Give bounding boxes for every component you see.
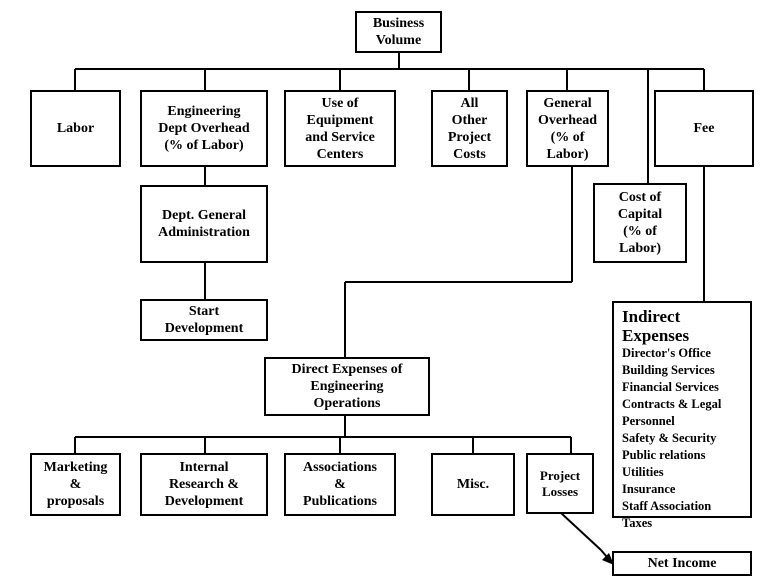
indirect-expense-item: Taxes	[622, 516, 653, 530]
internal-research-box: Internal Research & Development	[140, 453, 268, 516]
net-income-box: Net Income	[612, 551, 752, 576]
start-development-label: Start Development	[164, 304, 244, 336]
start-development-box: Start Development	[140, 299, 268, 341]
indirect-expenses-box: Indirect Expenses Director's Office Buil…	[612, 301, 752, 530]
indirect-expense-item: Safety & Security	[622, 431, 717, 445]
indirect-expense-item: Public relations	[622, 448, 706, 462]
project-losses-label: Project Losses	[539, 467, 581, 499]
project-losses-box: Project Losses	[526, 453, 594, 514]
indirect-expense-item: Building Services	[622, 363, 715, 377]
direct-expenses-label: Direct Expenses of Engineering Operation…	[291, 362, 403, 411]
net-income-label: Net Income	[647, 556, 717, 571]
general-overhead-box: General Overhead (% of Labor)	[526, 90, 609, 167]
indirect-expense-item: Utilities	[622, 465, 664, 479]
associations-publications-box: Associations & Publications	[284, 453, 396, 516]
misc-label: Misc.	[456, 477, 490, 492]
fee-label: Fee	[693, 121, 715, 136]
business-volume-box: Business Volume	[355, 11, 442, 53]
indirect-expense-item: Personnel	[622, 414, 675, 428]
use-of-equipment-label: Use of Equipment and Service Centers	[305, 95, 375, 162]
indirect-expense-item: Contracts & Legal	[622, 397, 722, 411]
associations-publications-label: Associations & Publications	[303, 460, 377, 509]
labor-label: Labor	[56, 121, 95, 136]
indirect-expenses-title: Indirect Expenses	[622, 307, 690, 345]
all-other-project-costs-label: All Other Project Costs	[447, 95, 492, 162]
dept-general-administration-label: Dept. General Administration	[158, 208, 250, 240]
direct-expenses-box: Direct Expenses of Engineering Operation…	[264, 357, 430, 416]
all-other-project-costs-box: All Other Project Costs	[431, 90, 508, 167]
engineering-dept-overhead-label: Engineering Dept Overhead (% of Labor)	[158, 104, 250, 153]
indirect-expense-item: Financial Services	[622, 380, 719, 394]
labor-box: Labor	[30, 90, 121, 167]
business-volume-label: Business Volume	[372, 16, 425, 48]
internal-research-label: Internal Research & Development	[164, 460, 244, 509]
marketing-proposals-label: Marketing & proposals	[43, 460, 108, 509]
indirect-expense-item: Director's Office	[622, 346, 711, 360]
dept-general-administration-box: Dept. General Administration	[140, 185, 268, 263]
marketing-proposals-box: Marketing & proposals	[30, 453, 121, 516]
misc-box: Misc.	[431, 453, 515, 516]
use-of-equipment-box: Use of Equipment and Service Centers	[284, 90, 396, 167]
general-overhead-label: General Overhead (% of Labor)	[537, 95, 598, 162]
indirect-expenses-list: Director's Office Building Services Fina…	[622, 345, 744, 532]
indirect-expense-item: Staff Association	[622, 499, 712, 513]
indirect-expense-item: Insurance	[622, 482, 676, 496]
cost-of-capital-label: Cost of Capital (% of Labor)	[617, 190, 663, 256]
cost-of-capital-box: Cost of Capital (% of Labor)	[593, 183, 687, 263]
engineering-dept-overhead-box: Engineering Dept Overhead (% of Labor)	[140, 90, 268, 167]
fee-box: Fee	[654, 90, 754, 167]
